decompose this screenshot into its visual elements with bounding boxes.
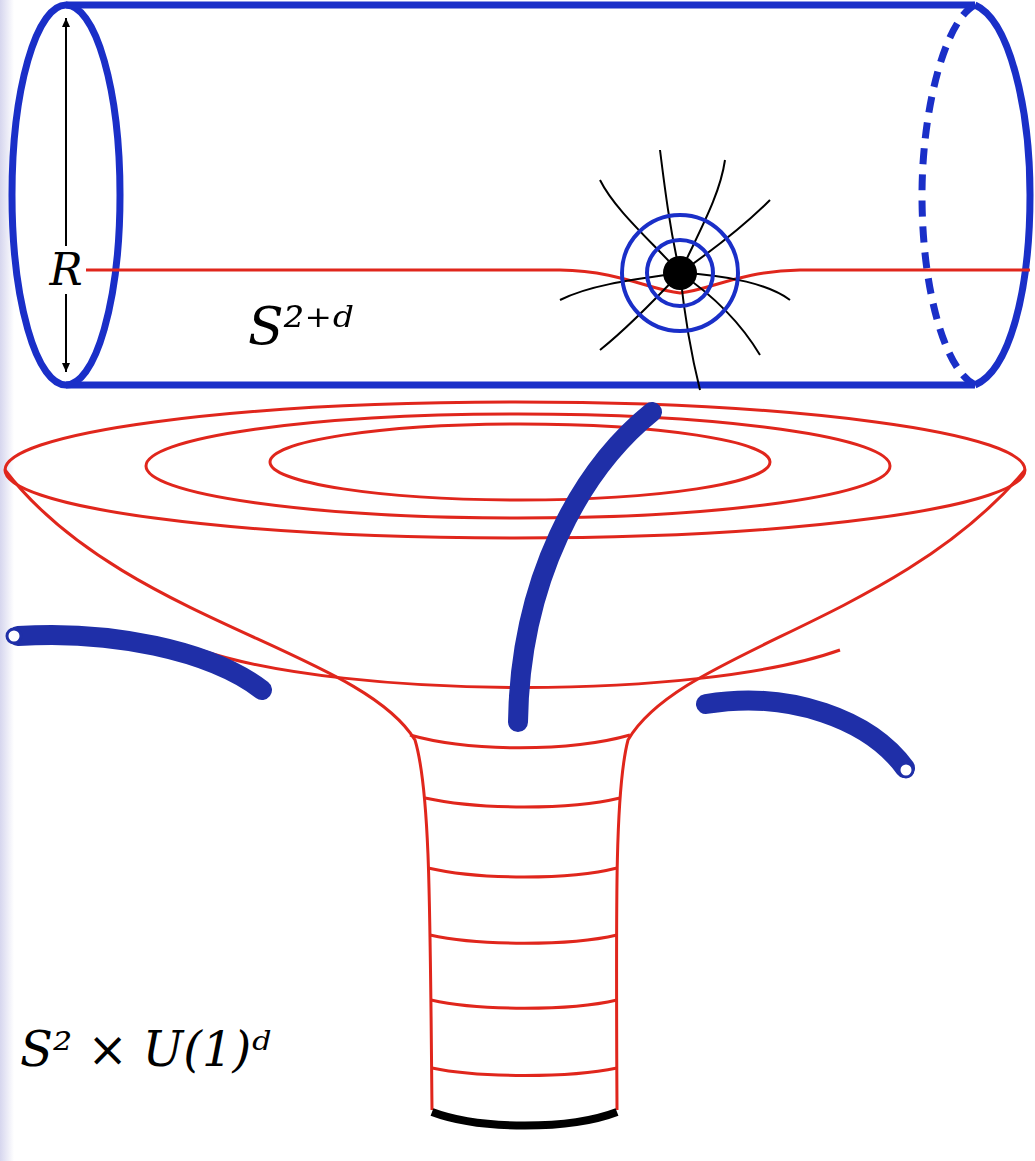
radius-arrow <box>65 18 67 372</box>
cylinder <box>12 5 1030 385</box>
brane-line <box>66 270 1030 293</box>
field-lines <box>560 150 790 390</box>
radius-label: R <box>46 246 85 294</box>
tube-end <box>899 763 913 777</box>
throat-label: S² × U(1)ᵈ <box>20 1025 271 1073</box>
potential-circles <box>622 215 738 331</box>
funnel-bottom <box>432 1112 617 1126</box>
tube-end <box>7 629 21 643</box>
funnel <box>5 402 1025 1110</box>
mass-dot <box>663 256 697 290</box>
string-tubes <box>18 412 905 768</box>
space-label: S²⁺ᵈ <box>248 300 353 352</box>
